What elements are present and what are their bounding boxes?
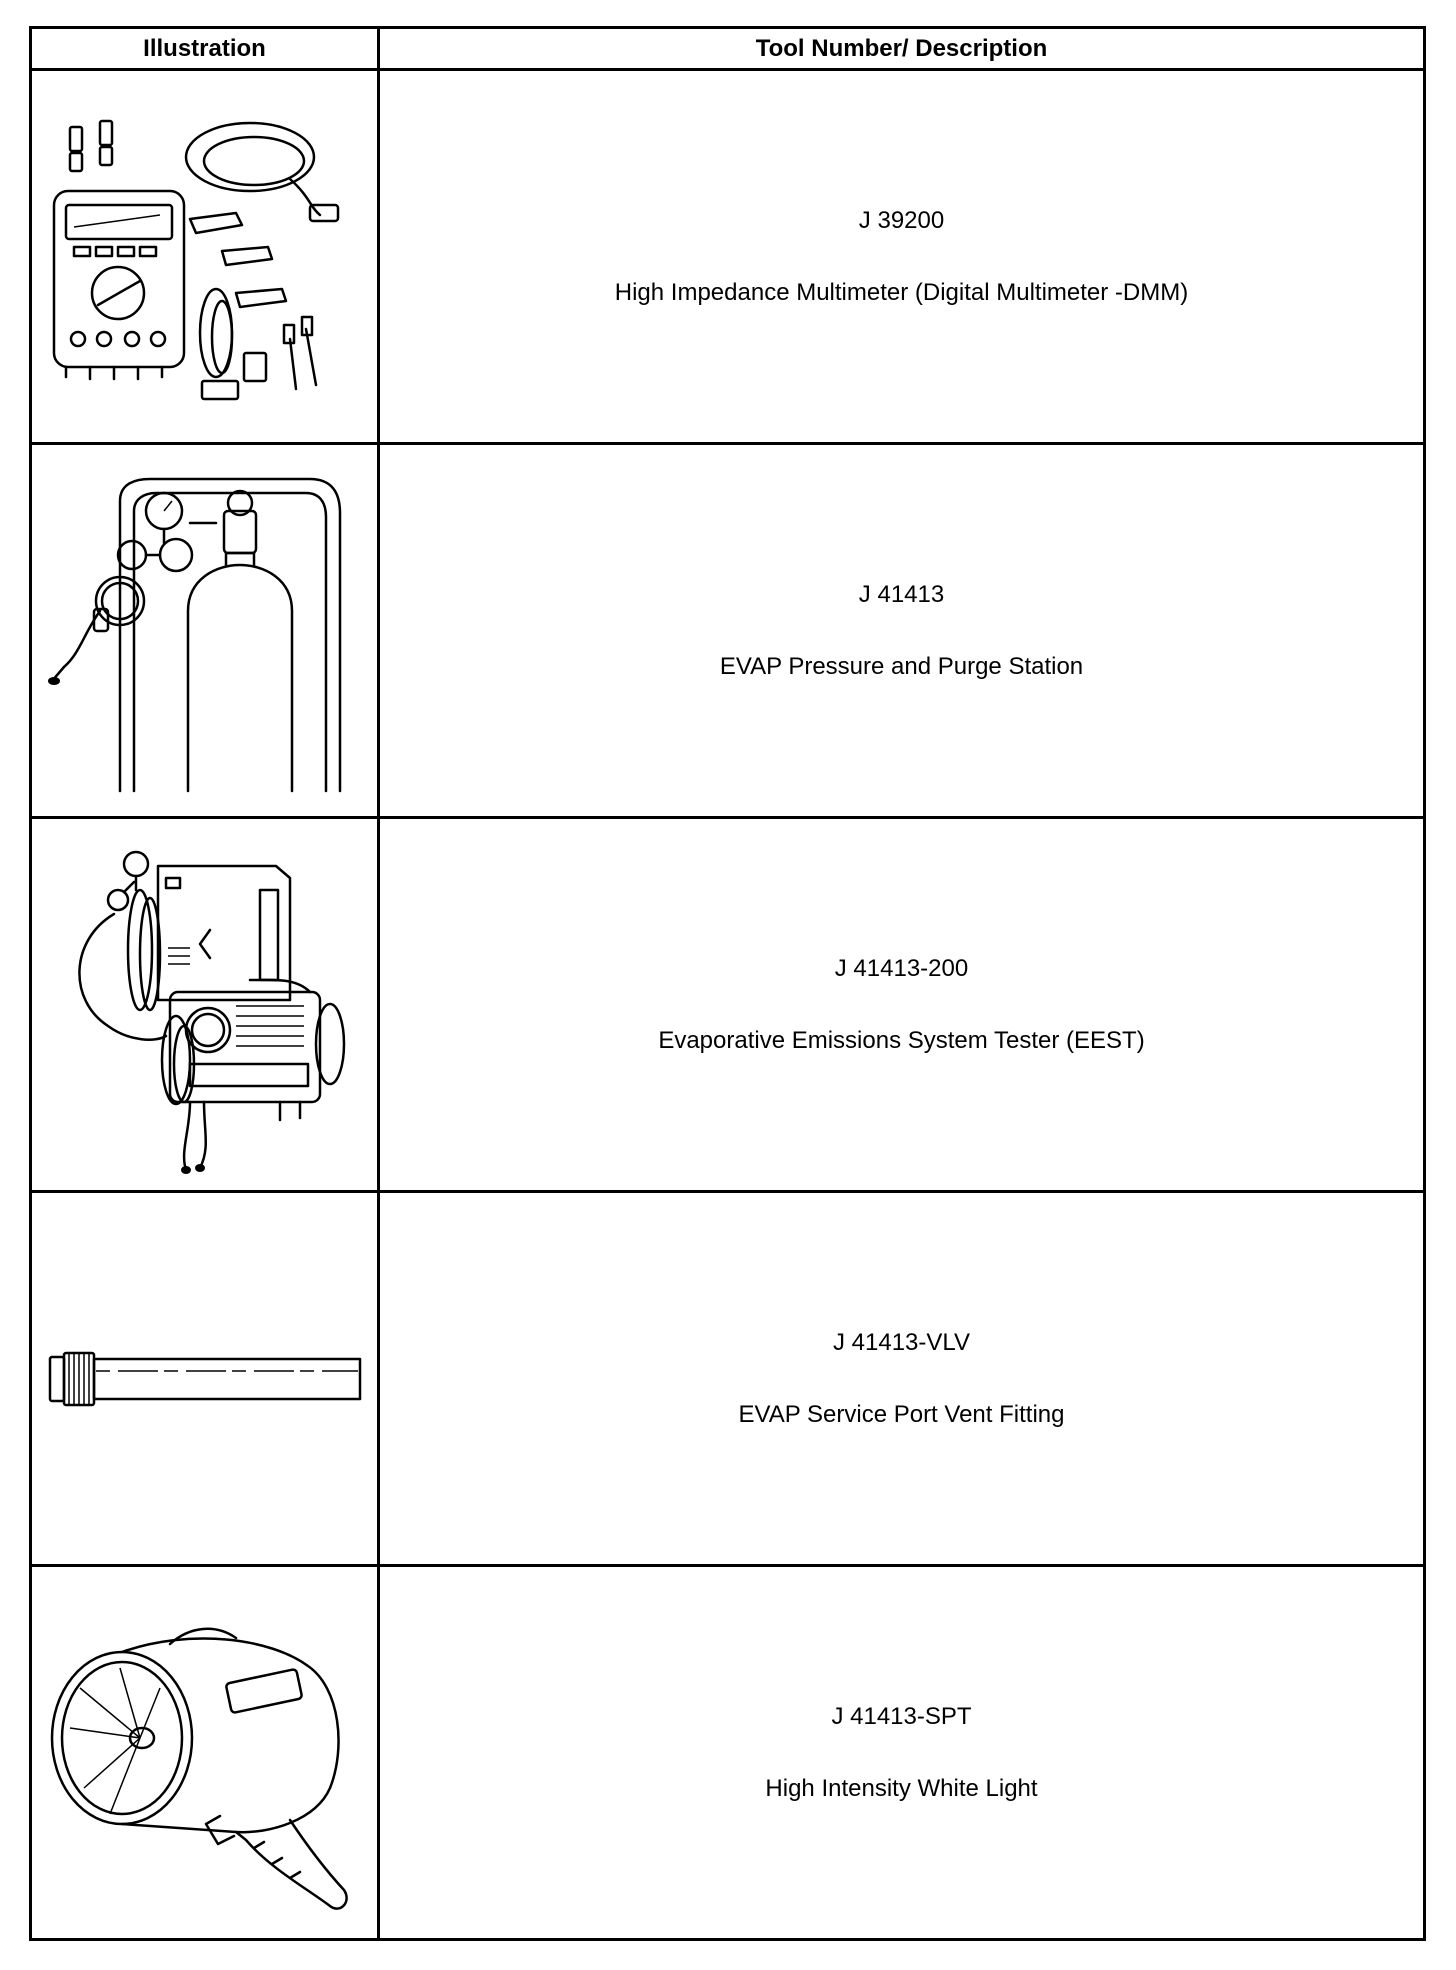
tool-description: Evaporative Emissions System Tester (EES… — [658, 1026, 1145, 1054]
tool-description-cell: J 41413-200 Evaporative Emissions System… — [377, 816, 1426, 1193]
emissions-tester-icon — [77, 850, 345, 1174]
table-row: J 41413-SPT High Intensity White Light — [29, 1564, 1426, 1941]
tool-number: J 41413 — [858, 580, 945, 608]
table-row: J 39200 High Impedance Multimeter (Digit… — [29, 68, 1426, 445]
table-row: J 41413-VLV EVAP Service Port Vent Fitti… — [29, 1190, 1426, 1567]
illustration-cell — [29, 68, 380, 445]
header-row: Illustration Tool Number/ Description — [29, 26, 1426, 71]
tool-description-cell: J 39200 High Impedance Multimeter (Digit… — [377, 68, 1426, 445]
tool-description: EVAP Service Port Vent Fitting — [738, 1400, 1065, 1428]
illustration-cell — [29, 442, 380, 819]
tool-number: J 41413-200 — [834, 954, 969, 982]
tool-number: J 41413-SPT — [831, 1702, 972, 1730]
illustration-cell — [29, 816, 380, 1193]
tool-description: High Intensity White Light — [765, 1774, 1038, 1802]
tool-description-cell: J 41413-VLV EVAP Service Port Vent Fitti… — [377, 1190, 1426, 1567]
illustration-cell — [29, 1190, 380, 1567]
tool-description-cell: J 41413-SPT High Intensity White Light — [377, 1564, 1426, 1941]
tool-number: J 39200 — [858, 206, 945, 234]
table-row: J 41413 EVAP Pressure and Purge Station — [29, 442, 1426, 819]
tool-description: High Impedance Multimeter (Digital Multi… — [614, 278, 1189, 306]
pressure-purge-station-icon — [47, 477, 341, 792]
vent-fitting-icon — [48, 1351, 361, 1406]
table-row: J 41413-200 Evaporative Emissions System… — [29, 816, 1426, 1193]
header-illustration: Illustration — [29, 26, 380, 71]
tool-number: J 41413-VLV — [833, 1328, 970, 1356]
tools-table: Illustration Tool Number/ Description — [29, 26, 1426, 1941]
multimeter-icon — [52, 119, 339, 400]
illustration-cell — [29, 1564, 380, 1941]
header-tool-number-description: Tool Number/ Description — [377, 26, 1426, 71]
white-light-icon — [50, 1627, 348, 1910]
tool-description: EVAP Pressure and Purge Station — [719, 652, 1084, 680]
tool-description-cell: J 41413 EVAP Pressure and Purge Station — [377, 442, 1426, 819]
